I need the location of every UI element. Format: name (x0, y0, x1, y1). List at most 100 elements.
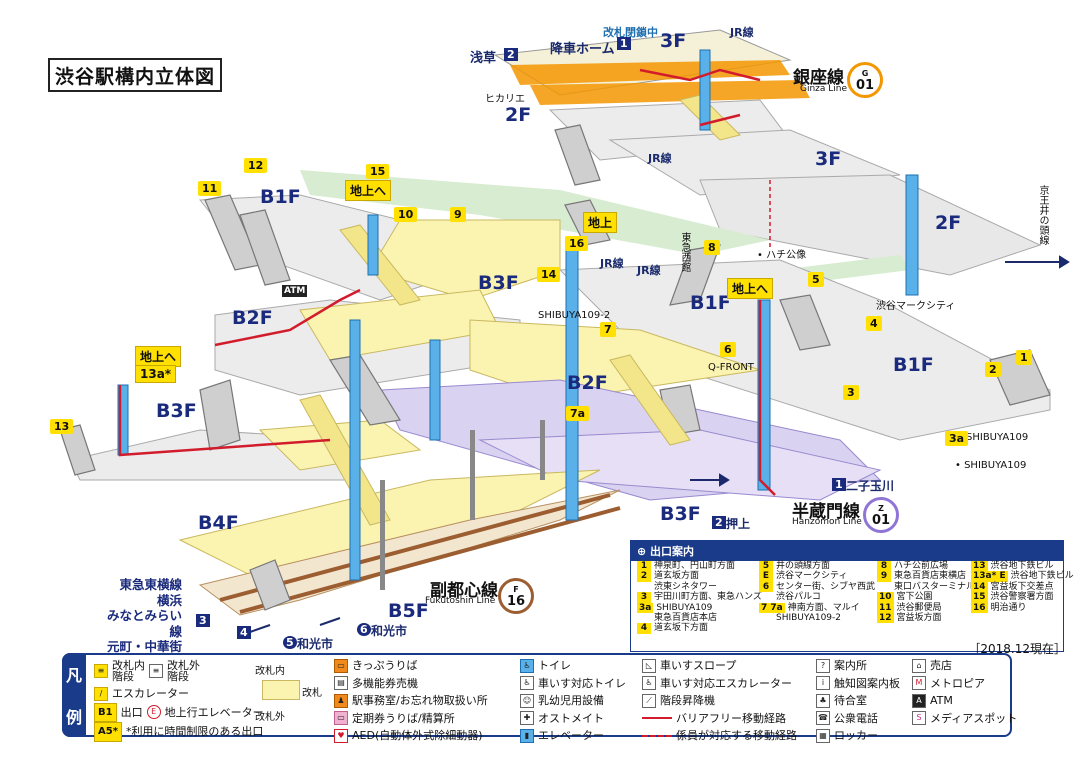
mark-city-label: 渋谷マークシティ (876, 301, 956, 312)
exit-guide-num: 9 (877, 571, 891, 582)
fukutoshin-line-letter: F (513, 585, 519, 594)
pillars (380, 420, 545, 590)
legend-locker: ▦ ロッカー (816, 727, 900, 745)
fukutoshin-line-badge: F 16 (498, 578, 534, 614)
exit-guide-text: 宮下公園 (896, 592, 933, 603)
floor-b3f-bottom: B3F (660, 503, 701, 525)
legend-barrier-free: バリアフリー移動経路 (642, 710, 797, 728)
exit-guide-text: 宮益坂方面 (896, 613, 942, 624)
exit-guide-row: 東口バスターミナル (877, 582, 975, 592)
toyoko-exit-3: 3 (196, 614, 210, 627)
exit-guide-num: 12 (877, 613, 894, 624)
hanzomon-line-name: 半蔵門線 (792, 502, 860, 522)
exit-guide-num (877, 582, 891, 592)
ginza-line-sub: Ginza Line (800, 84, 848, 94)
exit-guide-num (637, 613, 651, 623)
hanzomon-line-badge: Z 01 (863, 497, 899, 533)
baby-icon: ☺ (520, 693, 534, 708)
exit-guide-num: 13 (971, 561, 988, 572)
legend-aed: ♥AED(自動体外式除細動器) (334, 727, 488, 745)
ginza-line-name: 銀座線 (793, 68, 844, 88)
jr-b-label: JR線 (637, 264, 661, 277)
exit-guide-num: 13a* E (971, 571, 1008, 582)
legend-shop-label: 売店 (930, 659, 952, 672)
wakoshi-b-label: 和光市 (371, 624, 408, 638)
exit-guide-num (759, 592, 773, 602)
toilet-icon: ♿ (520, 658, 534, 673)
legend-toilet: ♿トイレ (520, 657, 626, 675)
legend-locker-label: ロッカー (834, 729, 878, 742)
direction-arrows (249, 255, 1070, 633)
exit-guide-text: ハチ公前広場 (894, 561, 949, 571)
office-icon: ♟ (334, 693, 348, 708)
tactile-map-icon: i (816, 676, 830, 691)
legend-tag-top: 凡 (65, 666, 82, 685)
exit-guide-text: 道玄坂方面 (654, 571, 700, 582)
floor-b5f: B5F (388, 600, 429, 622)
ginza-line-badge: G 01 (847, 62, 883, 98)
ground-path (300, 170, 770, 255)
fukutoshin-track-1 (219, 493, 611, 602)
legend-phone: ☎公衆電話 (816, 710, 900, 728)
wakoshi-b-num: 6 (357, 623, 371, 636)
locker-icon: ▦ (816, 728, 830, 743)
barrier-free-route (118, 68, 776, 496)
shibuya109-b-label: • SHIBUYA109 (955, 460, 1027, 471)
legend-ostomate-label: オストメイト (538, 711, 604, 725)
exit-16: 16 (565, 236, 589, 251)
ticket-icon: ▭ (334, 658, 348, 673)
legend-elevator-label: エレベーター (538, 729, 604, 742)
exit-3a: 3a (945, 431, 969, 446)
legend-col-3: ▭きっぷうりば ▤多機能券売機 ♟駅事務室/お忘れ物取扱い所 ▭定期券うりば/精… (334, 657, 488, 745)
oshiage-label: 押上 (726, 517, 751, 531)
exit-guide-text: 東急百貨店東横店 (894, 571, 967, 582)
exit-guide-num: 14 (971, 581, 988, 593)
wakoshi-a-label: 和光市 (297, 637, 334, 651)
legend-stairs-in: 改札内 階段 (112, 659, 145, 683)
stair-lift-icon: ⟋ (642, 693, 656, 708)
legend-escalator: /エスカレーター (94, 685, 264, 703)
legend-media-label: メディアスポット (930, 711, 1018, 725)
escalator-icon: / (94, 686, 108, 701)
legend-barrier-free-label: バリアフリー移動経路 (676, 711, 786, 725)
fukutoshin-line-num: 16 (506, 594, 526, 609)
floor-b3f-left: B3F (156, 400, 197, 422)
exit-guide-num: 15 (971, 592, 988, 603)
exit-guide-num: 3 (637, 592, 651, 603)
exit-8: 8 (704, 240, 720, 255)
exit-guide-num: 10 (877, 592, 894, 603)
toyoko-exit-4: 4 (237, 626, 251, 639)
phone-icon: ☎ (816, 711, 830, 726)
legend-wc-toilet: ♿車いす対応トイレ (520, 675, 626, 693)
legend-ostomate: ✚オストメイト (520, 710, 626, 728)
legend-stair-lift-label: 階段昇降機 (660, 694, 715, 707)
legend-e-box: E (146, 705, 161, 720)
legend-col-5: ◺車いすスロープ ♿車いす対応エスカレーター ⟋階段昇降機 バリアフリー移動経路… (642, 657, 797, 745)
exit-guide-num: 11 (877, 602, 894, 614)
exit-guide-header: ⊕ 出口案内 (631, 541, 1063, 561)
chijo-left-label: 地上へ (345, 180, 392, 201)
exit-4: 4 (866, 316, 882, 331)
hachiko-label: • ハチ公像 (757, 250, 807, 261)
jr-top-label: JR線 (730, 26, 754, 39)
qfront-label: Q-FRONT (708, 362, 754, 373)
floor-b2f-center: B2F (567, 372, 608, 394)
legend-baby-label: 乳幼児用設備 (538, 694, 604, 707)
fukutoshin-line-name: 副都心線 (430, 581, 498, 601)
legend-gate: 改札 (302, 688, 322, 699)
elevators (117, 49, 919, 581)
legend-office: ♟駅事務室/お忘れ物取扱い所 (334, 692, 488, 710)
legend-col-4: ♿トイレ ♿車いす対応トイレ ☺乳幼児用設備 ✚オストメイト ▮エレベーター (520, 657, 626, 745)
floor-ginza-3f: 3F (660, 30, 687, 52)
ginza-line-letter: G (861, 69, 869, 78)
